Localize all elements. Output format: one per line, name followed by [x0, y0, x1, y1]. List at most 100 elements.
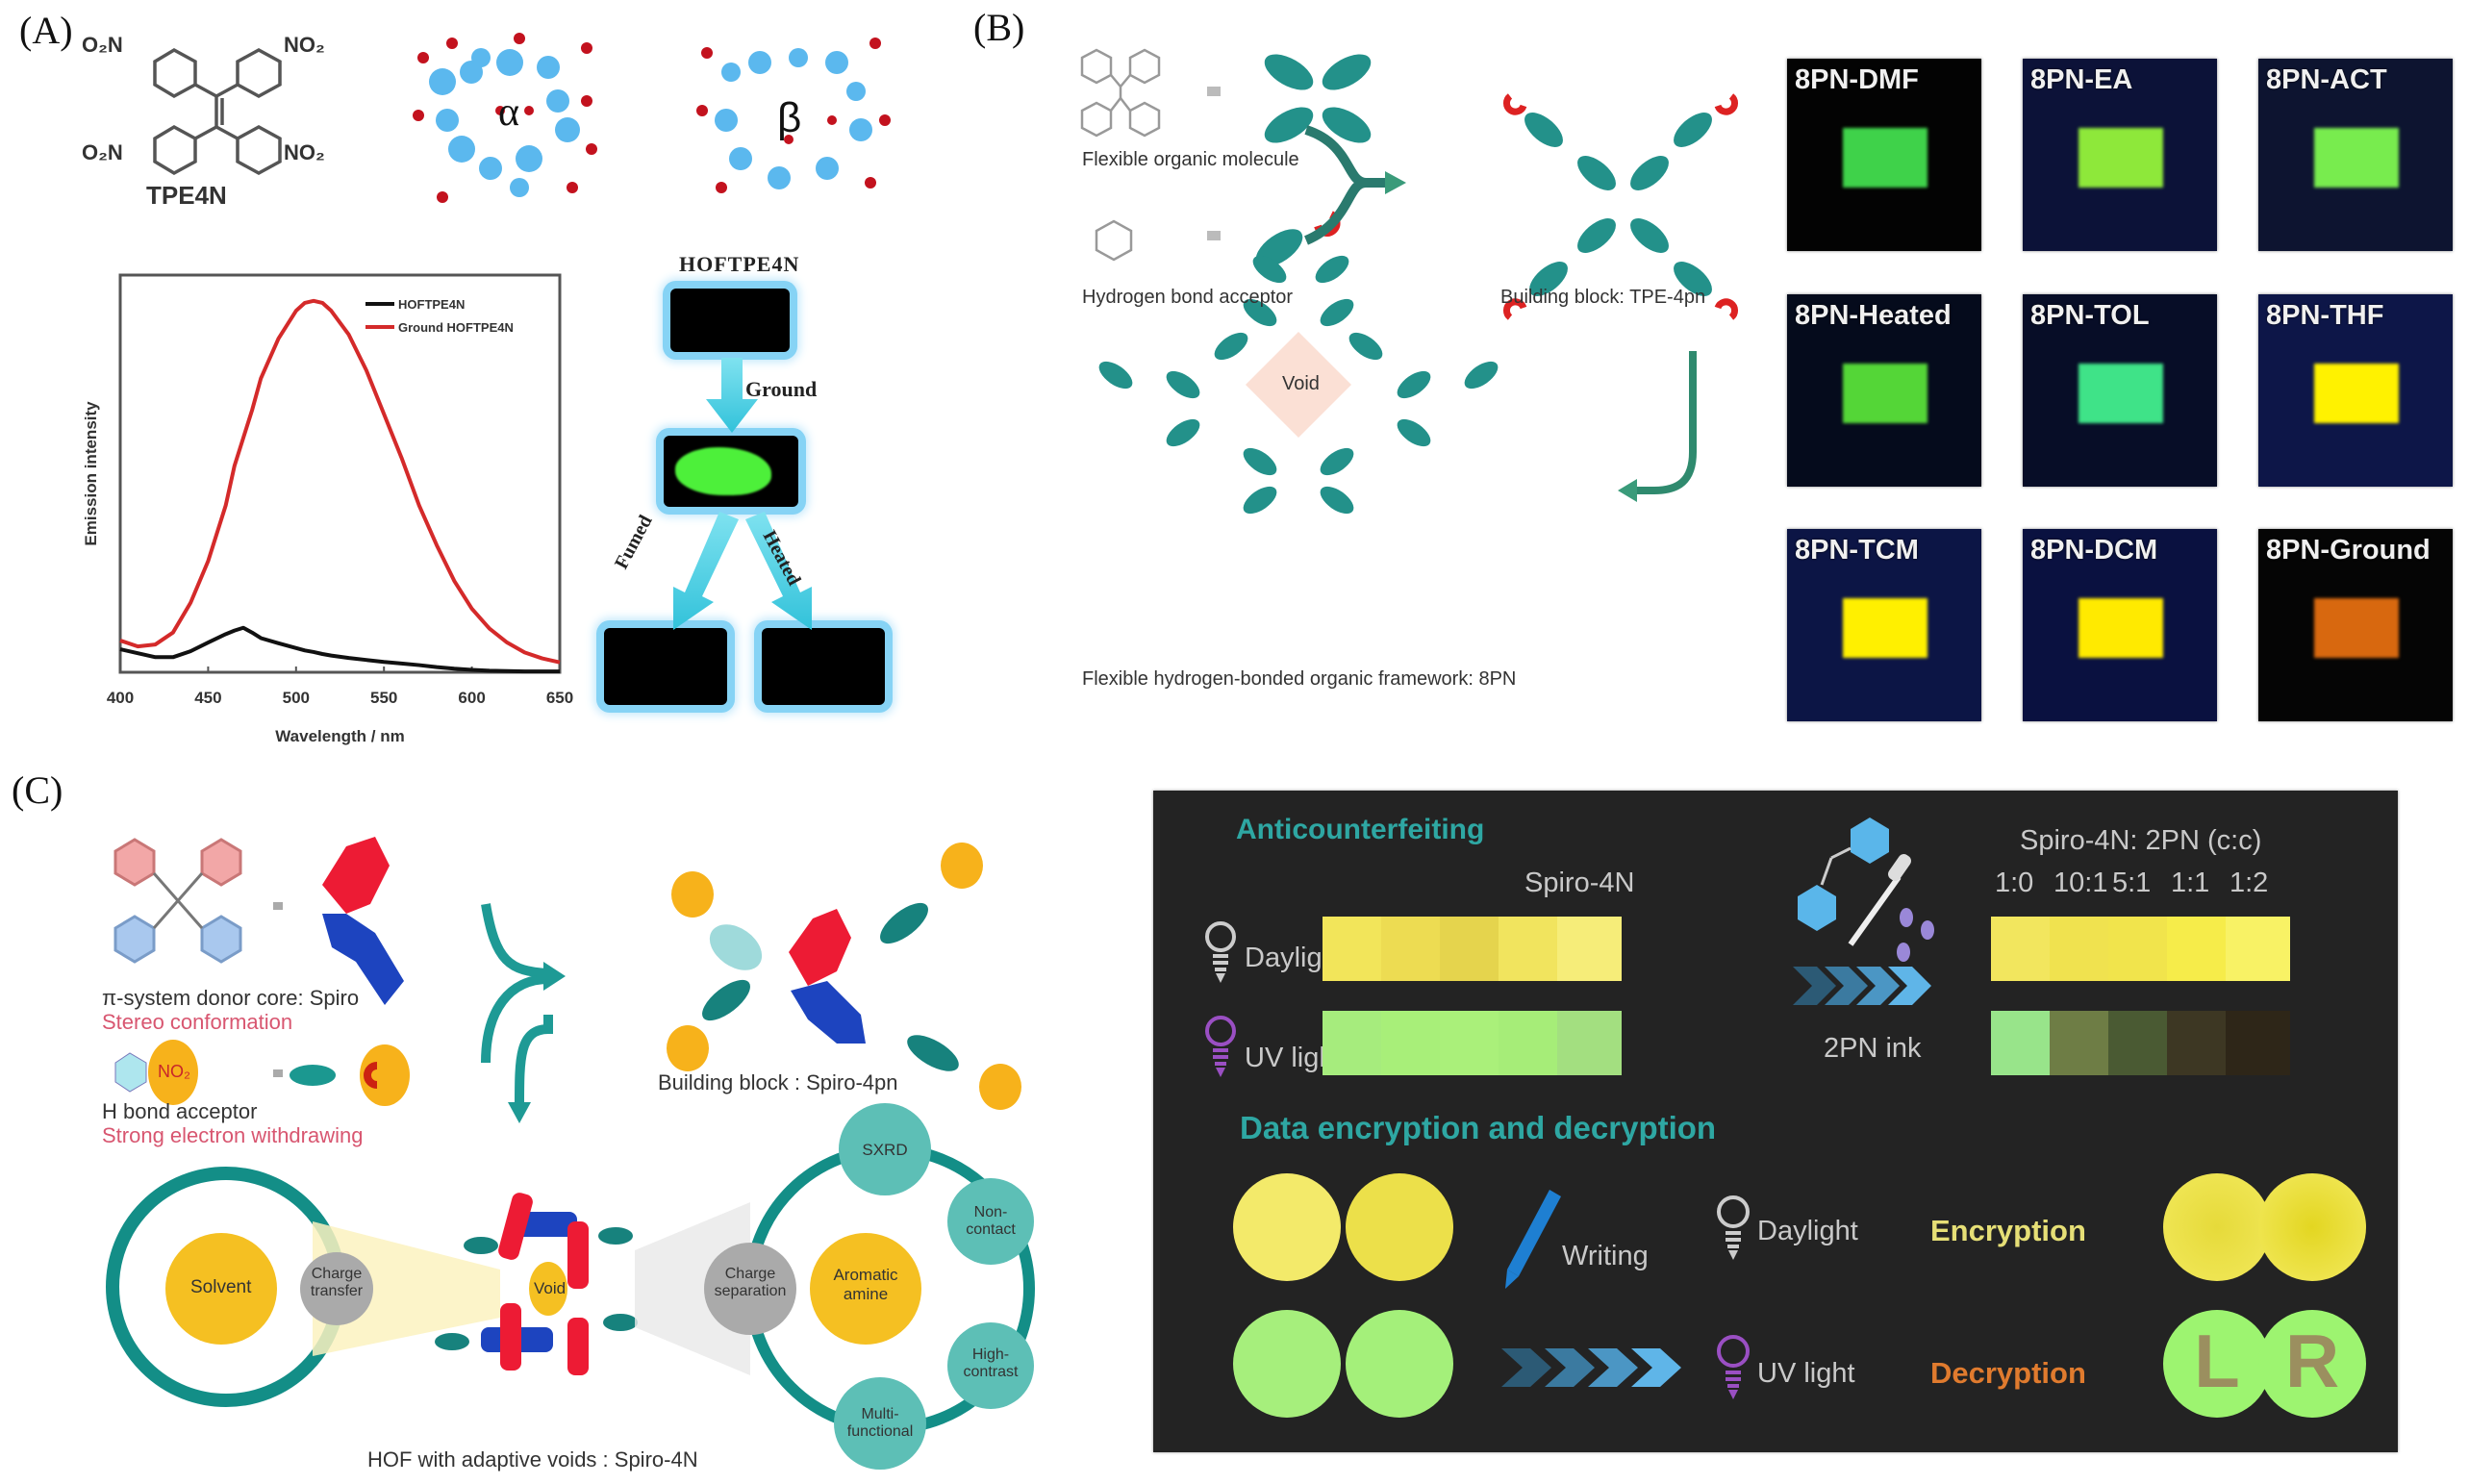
- ratio-label: 1:1: [2171, 868, 2210, 898]
- tile-label: 8PN-Heated: [1795, 300, 1952, 331]
- tile-sample: [2314, 128, 2399, 188]
- spiro-4n-title: Spiro-4N: [1524, 868, 1635, 898]
- ratio-uv-swatch: [2226, 1011, 2290, 1075]
- beta-label: β: [777, 94, 801, 141]
- tile-label: 8PN-DCM: [2030, 535, 2158, 566]
- decrypted-circle-r: R: [2258, 1310, 2366, 1418]
- ratio-daylight-swatch: [2226, 917, 2290, 981]
- ratio-label: 5:1: [2112, 868, 2152, 898]
- spiro-uv-swatch: [1440, 1011, 1504, 1075]
- series-line-ground-hoftpe4n: [119, 298, 561, 665]
- panel-c-schematic: [106, 837, 1035, 1470]
- series-line-hoftpe4n: [119, 625, 560, 674]
- tile-label: 8PN-Ground: [2266, 535, 2431, 566]
- c-hof-label: HOF with adaptive voids : Spiro-4N: [367, 1447, 698, 1471]
- spiro-red-block: [322, 837, 390, 914]
- blank-circle-daylight-1: [1233, 1173, 1341, 1281]
- flow-box-initial: [670, 289, 790, 352]
- spiro-daylight-swatch: [1557, 917, 1622, 981]
- uv-bulb-icon-2: [1717, 1335, 1750, 1399]
- encryption-label: Encryption: [1930, 1214, 2086, 1247]
- ratio-uv-swatch: [1991, 1011, 2055, 1075]
- spiro-uv-swatch: [1499, 1011, 1563, 1075]
- ratio-daylight-swatch: [1991, 917, 2055, 981]
- flow-title: HOFTPE4N: [679, 252, 800, 276]
- b-void-label: Void: [1282, 373, 1320, 394]
- tile-8pn-tol: 8PN-TOL: [2023, 294, 2217, 487]
- x-tick-label: 650: [546, 689, 573, 707]
- no2-label-top-right: NO₂: [284, 33, 325, 57]
- beta-crystal-structure: β: [696, 38, 891, 193]
- c-feature-sxrd: SXRD: [862, 1141, 908, 1159]
- spiro-daylight-swatch: [1499, 917, 1563, 981]
- c-no2-label: NO₂: [158, 1062, 190, 1081]
- writing-label: Writing: [1562, 1241, 1649, 1271]
- tile-sample: [2078, 128, 2163, 188]
- flow-box-heated: [762, 628, 885, 705]
- ratio-title: Spiro-4N: 2PN (c:c): [2020, 825, 2262, 856]
- c-donor-core-label: π-system donor core: Spiro: [102, 986, 360, 1010]
- tile-label: 8PN-ACT: [2266, 64, 2387, 95]
- decrypted-circle-l: L: [2163, 1310, 2271, 1418]
- decrypted-letter-r: R: [2284, 1319, 2340, 1403]
- blank-circle-uv-1: [1233, 1310, 1341, 1418]
- ratio-uv-swatch: [2050, 1011, 2114, 1075]
- c-feature-multifunctional: Multi-functional: [846, 1406, 914, 1440]
- tile-label: 8PN-TCM: [1795, 535, 1919, 566]
- x-tick-label: 550: [370, 689, 397, 707]
- no2-label-top-left: O₂N: [82, 33, 123, 57]
- x-tick-label: 400: [107, 689, 134, 707]
- c-void-label: Void: [534, 1279, 567, 1297]
- ratio-label: 1:2: [2230, 868, 2269, 898]
- tile-sample: [1843, 128, 1927, 188]
- b-acceptor-label: Hydrogen bond acceptor: [1082, 287, 1294, 308]
- tile-8pn-ea: 8PN-EA: [2023, 59, 2217, 251]
- data-encryption-title: Data encryption and decryption: [1240, 1110, 1717, 1145]
- ground-sample-glow: [675, 447, 771, 495]
- pen-icon: [1505, 1190, 1561, 1289]
- ratio-daylight-swatch: [2050, 917, 2114, 981]
- flow-step-ground: Ground: [745, 377, 818, 401]
- plot-frame: [118, 273, 562, 674]
- x-tick-label: 500: [283, 689, 310, 707]
- spiro-daylight-swatch: [1323, 917, 1387, 981]
- tpe4n-label: TPE4N: [146, 181, 227, 210]
- b-building-block-label: Building block: TPE-4pn: [1500, 287, 1706, 308]
- x-tick-label: 600: [458, 689, 485, 707]
- c-withdrawing-label: Strong electron withdrawing: [102, 1123, 364, 1147]
- 2pn-ink-label: 2PN ink: [1824, 1033, 1922, 1064]
- uv-bulb-icon: [1205, 1016, 1236, 1077]
- ratio-label: 10:1: [2053, 868, 2108, 898]
- encrypted-circle-2: [2258, 1173, 2366, 1281]
- c-feature-highcontrast: High-contrast: [963, 1346, 1019, 1380]
- flow-arrows: [673, 358, 812, 630]
- tile-8pn-act: 8PN-ACT: [2258, 59, 2453, 251]
- tile-sample: [2078, 364, 2163, 423]
- arrow-down-left-icon: [673, 512, 739, 630]
- tile-8pn-dmf: 8PN-DMF: [1787, 59, 1981, 251]
- tile-label: 8PN-THF: [2266, 300, 2384, 331]
- alpha-crystal-structure: α: [413, 33, 597, 203]
- c-solvent-label: Solvent: [190, 1277, 252, 1297]
- daylight-bulb-icon-2: [1717, 1195, 1750, 1260]
- tile-8pn-dcm: 8PN-DCM: [2023, 529, 2217, 721]
- no2-label-bottom-left: O₂N: [82, 140, 123, 164]
- spiro-blue-block: [322, 914, 404, 1005]
- arrow-down-icon: [706, 358, 758, 433]
- spiro-uv-swatch: [1323, 1011, 1387, 1075]
- panel-c-letter: (C): [12, 768, 63, 812]
- daylight-bulb-icon: [1205, 921, 1236, 983]
- tile-8pn-thf: 8PN-THF: [2258, 294, 2453, 487]
- tile-sample: [1843, 364, 1927, 423]
- ratio-daylight-swatch: [2108, 917, 2173, 981]
- c-charge-separation-label: Charge separation: [714, 1266, 787, 1299]
- panel-b-letter: (B): [973, 6, 1025, 49]
- flow-box-fumed: [604, 628, 727, 705]
- tile-sample: [1843, 598, 1927, 658]
- uv-label-bottom: UV light: [1757, 1358, 1855, 1389]
- c-aromatic-amine-label: Aromatic amine: [833, 1266, 898, 1303]
- decryption-label: Decryption: [1930, 1356, 2086, 1390]
- 2pn-molecule-icon: [1798, 817, 1934, 962]
- decrypted-letter-l: L: [2194, 1319, 2240, 1403]
- blank-circle-daylight-2: [1346, 1173, 1453, 1281]
